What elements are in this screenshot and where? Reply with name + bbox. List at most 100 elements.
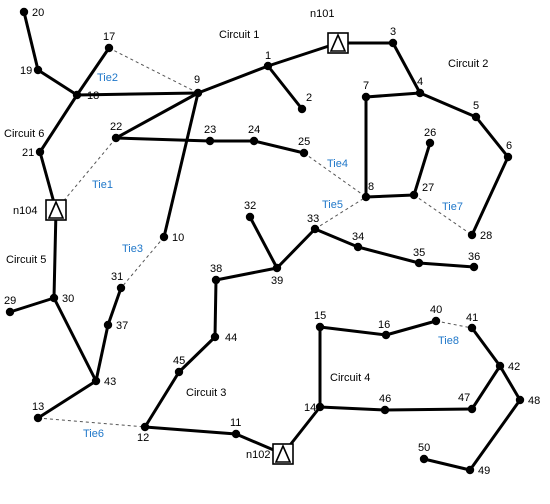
bus-node-20 bbox=[19, 7, 29, 17]
bus-node-46 bbox=[380, 405, 390, 415]
substation-n101: n101 bbox=[310, 8, 349, 54]
node-label-45: 45 bbox=[173, 355, 185, 367]
feeder-line-45-44 bbox=[177, 335, 217, 374]
node-label-41: 41 bbox=[466, 312, 478, 324]
bus-node-31 bbox=[116, 283, 126, 293]
bus-node-25 bbox=[299, 148, 309, 158]
bus-node-27 bbox=[409, 190, 419, 200]
triangle-icon bbox=[329, 33, 347, 52]
bus-node-23 bbox=[205, 136, 215, 146]
circuit-label-2: Circuit 2 bbox=[448, 58, 488, 70]
bus-node-35 bbox=[414, 258, 424, 268]
feeder-line-1-9 bbox=[196, 64, 270, 95]
node-label-10: 10 bbox=[172, 232, 184, 244]
bus-node-22 bbox=[111, 133, 121, 143]
feeder-line-5-6 bbox=[474, 115, 510, 159]
node-label-39: 39 bbox=[271, 275, 283, 287]
tie-line-tie4 bbox=[303, 152, 367, 198]
feeder-line-22-23 bbox=[114, 136, 212, 143]
feeder-line-16-40 bbox=[384, 319, 438, 337]
tie-line-tie8 bbox=[435, 320, 473, 329]
bus-node-34 bbox=[353, 242, 363, 252]
feeder-line-38-39 bbox=[214, 266, 279, 282]
bus-node-14 bbox=[315, 402, 325, 412]
feeder-line-42-41 bbox=[470, 326, 502, 368]
tie-label-tie4: Tie4 bbox=[327, 158, 348, 170]
feeder-line-18-19 bbox=[36, 68, 79, 97]
bus-node-38 bbox=[211, 275, 221, 285]
tie-line-tie6 bbox=[37, 417, 146, 428]
bus-node-13 bbox=[33, 413, 43, 423]
bus-node-10 bbox=[159, 232, 169, 242]
bus-node-1 bbox=[263, 61, 273, 71]
bus-node-17 bbox=[104, 43, 114, 53]
bus-node-8 bbox=[361, 192, 371, 202]
node-label-43: 43 bbox=[104, 376, 116, 388]
bus-node-15 bbox=[315, 322, 325, 332]
circuit-label-5: Circuit 5 bbox=[6, 254, 46, 266]
feeder-line-15-16 bbox=[318, 325, 388, 337]
bus-node-47 bbox=[467, 404, 477, 414]
feeder-line-19-20 bbox=[22, 10, 40, 72]
tie-label-tie2: Tie2 bbox=[97, 72, 118, 84]
tie-line-tie3 bbox=[120, 236, 165, 289]
bus-node-2 bbox=[297, 104, 307, 114]
node-label-20: 20 bbox=[32, 7, 44, 19]
feeder-line-6-28 bbox=[470, 155, 510, 237]
circuit-label-6: Circuit 6 bbox=[4, 128, 44, 140]
bus-node-12 bbox=[140, 422, 150, 432]
bus-node-32 bbox=[245, 212, 255, 222]
bus-node-5 bbox=[471, 112, 481, 122]
node-label-13: 13 bbox=[32, 401, 44, 413]
feeder-line-24-25 bbox=[252, 139, 306, 155]
tie-label-tie6: Tie6 bbox=[83, 428, 104, 440]
node-label-38: 38 bbox=[210, 263, 222, 275]
substation-n102: n102 bbox=[246, 443, 294, 465]
bus-node-40 bbox=[431, 316, 441, 326]
node-label-3: 3 bbox=[390, 26, 396, 38]
node-label-34: 34 bbox=[352, 231, 364, 243]
node-label-32: 32 bbox=[244, 200, 256, 212]
feeder-line-35-36 bbox=[417, 261, 476, 269]
node-label-2: 2 bbox=[306, 92, 312, 104]
bus-node-50 bbox=[419, 454, 429, 464]
bus-node-6 bbox=[503, 152, 513, 162]
bus-node-48 bbox=[515, 395, 525, 405]
feeder-line-4-5 bbox=[418, 91, 478, 119]
node-label-49: 49 bbox=[478, 465, 490, 477]
tie-line-tie1 bbox=[55, 137, 117, 211]
bus-node-9 bbox=[193, 88, 203, 98]
tie-label-tie3: Tie3 bbox=[122, 243, 143, 255]
node-label-14: 14 bbox=[304, 402, 316, 414]
node-label-26: 26 bbox=[424, 127, 436, 139]
bus-node-29 bbox=[5, 307, 15, 317]
node-label-24: 24 bbox=[248, 124, 260, 136]
triangle-icon bbox=[274, 444, 292, 463]
substation-label-n102: n102 bbox=[246, 449, 270, 461]
feeder-line-39-32 bbox=[248, 215, 279, 270]
node-label-21: 21 bbox=[22, 147, 34, 159]
bus-node-4 bbox=[415, 88, 425, 98]
node-label-17: 17 bbox=[103, 31, 115, 43]
feeder-line-30-29 bbox=[8, 296, 56, 314]
bus-node-18 bbox=[72, 90, 82, 100]
node-label-8: 8 bbox=[368, 181, 374, 193]
feeder-line-11-12 bbox=[143, 425, 238, 436]
node-label-11: 11 bbox=[230, 417, 241, 429]
node-label-44: 44 bbox=[225, 332, 237, 344]
feeder-line-14-46 bbox=[318, 405, 387, 412]
feeder-line-33-34 bbox=[313, 227, 360, 249]
node-label-29: 29 bbox=[4, 295, 16, 307]
feeder-line-8-27 bbox=[364, 193, 416, 199]
bus-node-26 bbox=[425, 138, 435, 148]
bus-node-21 bbox=[35, 147, 45, 157]
bus-node-7 bbox=[361, 92, 371, 102]
feeder-line-43-37 bbox=[94, 323, 110, 383]
feeder-line-43-13 bbox=[36, 379, 98, 420]
bus-node-39 bbox=[272, 263, 282, 273]
feeder-line-18-17 bbox=[75, 46, 111, 97]
feeder-line-n104-30 bbox=[52, 208, 58, 300]
triangle-icon bbox=[47, 200, 65, 219]
tie-label-tie5: Tie5 bbox=[322, 199, 343, 211]
